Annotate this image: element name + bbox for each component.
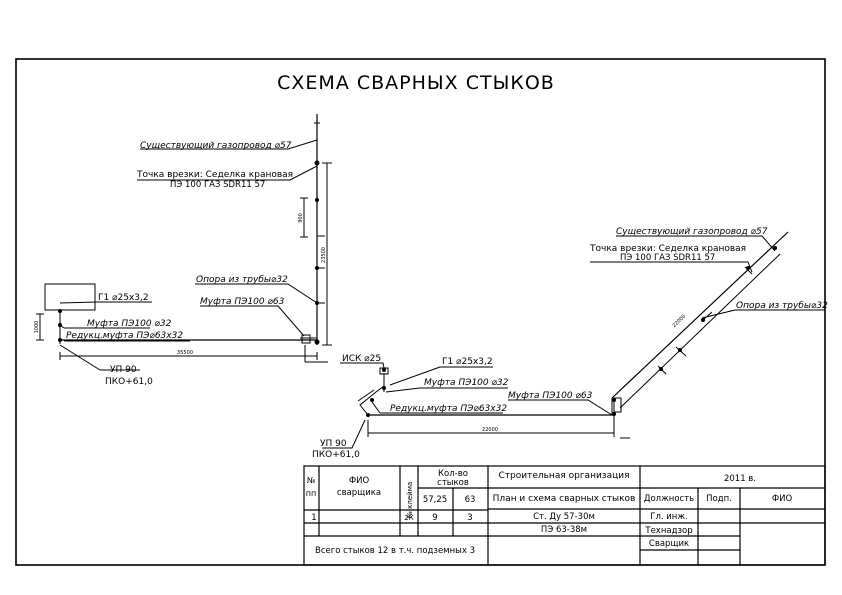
stamp-row-v2: 3 xyxy=(467,513,472,523)
left-existing-pipe-label: Существующий газопровод ⌀57 xyxy=(140,141,292,151)
stamp-total: Всего стыков 12 в т.ч. подземных 3 xyxy=(315,546,475,556)
stamp-position: Должность xyxy=(644,494,694,504)
right-reducer-label: Редукц.муфта ПЭ⌀63х32 xyxy=(390,404,507,414)
left-pko-label: ПКО+61,0 xyxy=(105,377,153,387)
stamp-row-no: 1 xyxy=(311,513,316,523)
right-coupling32-label: Муфта ПЭ100 ⌀32 xyxy=(424,378,509,388)
stamp-plan-title: План и схема сварных стыков xyxy=(493,494,636,504)
left-scheme xyxy=(36,114,332,371)
right-tap-material-label: ПЭ 100 ГАЗ SDR11 57 xyxy=(620,253,715,263)
right-coupling63-label: Муфта ПЭ100 ⌀63 xyxy=(508,391,593,401)
left-up90-label: УП 90 xyxy=(110,365,137,375)
right-pko-label: ПКО+61,0 xyxy=(312,450,360,460)
right-isk-label: ИСК ⌀25 xyxy=(342,354,381,364)
left-dim-small: 1000 xyxy=(34,321,40,334)
stamp-klejmo: № клейма xyxy=(406,482,414,519)
stamp-qty: Кол-во xyxy=(438,469,468,479)
right-dim-horizontal: 22000 xyxy=(482,427,498,433)
stamp-fio: ФИО xyxy=(349,476,370,486)
right-up90-label: УП 90 xyxy=(320,439,347,449)
left-dim-horizontal: 35500 xyxy=(177,350,193,356)
right-support-label: Опора из трубы⌀32 xyxy=(736,301,828,311)
left-dim-b: 23500 xyxy=(321,247,327,263)
stamp-chief-engineer: Гл. инж. xyxy=(650,512,687,522)
left-tap-material-label: ПЭ 100 ГАЗ SDR11 57 xyxy=(170,180,265,190)
stamp-pe: ПЭ 63-38м xyxy=(541,525,587,535)
left-weld-points xyxy=(58,160,320,345)
right-dim-diagonal: 22000 xyxy=(672,314,688,329)
stamp-welder: сварщика xyxy=(337,488,381,498)
stamp-pp: пп xyxy=(306,489,316,498)
stamp-row-v1: 9 xyxy=(432,513,437,523)
stamp-no: № xyxy=(307,476,316,485)
right-g1-label: Г1 ⌀25х3,2 xyxy=(442,357,493,367)
left-support-label: Опора из трубы⌀32 xyxy=(196,275,288,285)
stamp-d2: 63 xyxy=(465,495,476,505)
right-scheme xyxy=(322,231,825,449)
right-existing-pipe-label: Существующий газопровод ⌀57 xyxy=(616,227,768,237)
left-dim-a: 900 xyxy=(298,213,304,223)
left-coupling32-label: Муфта ПЭ100 ⌀32 xyxy=(87,319,172,329)
right-tap-point-label: Точка врезки: Седелка крановая xyxy=(589,244,746,254)
left-tap-point-label: Точка врезки: Седелка крановая xyxy=(136,170,293,180)
left-g1-label: Г1 ⌀25х3,2 xyxy=(98,293,149,303)
left-coupling63-label: Муфта ПЭ100 ⌀63 xyxy=(200,297,285,307)
title-block xyxy=(303,465,826,566)
stamp-steel: Ст. Ду 57-30м xyxy=(533,512,595,522)
stamp-fio2: ФИО xyxy=(772,494,793,504)
stamp-year: 2011 в. xyxy=(724,474,756,484)
drawing-title: СХЕМА СВАРНЫХ СТЫКОВ xyxy=(277,72,555,94)
stamp-row-mark: 2К xyxy=(404,514,413,522)
left-reducer-label: Редукц.муфта ПЭ⌀63х32 xyxy=(66,331,183,341)
stamp-d1: 57,25 xyxy=(423,495,447,505)
stamp-organization: Строительная организация xyxy=(499,471,630,481)
right-weld-points xyxy=(366,246,777,417)
stamp-sign: Подп. xyxy=(706,494,732,504)
stamp-joints: стыков xyxy=(437,478,469,488)
stamp-welder-role: Сварщик xyxy=(649,539,689,549)
stamp-tech-supervision: Технадзор xyxy=(644,526,692,536)
